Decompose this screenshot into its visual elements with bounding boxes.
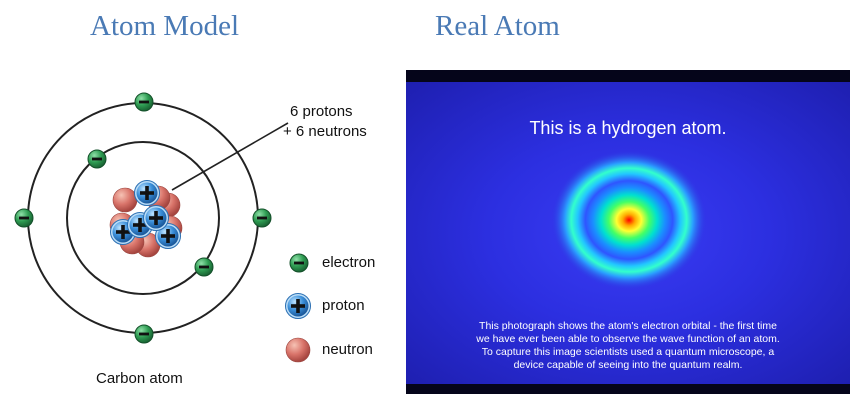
photo-title: This is a hydrogen atom.	[529, 118, 727, 138]
legend-electron-label: electron	[322, 254, 376, 271]
photo-description-line: we have ever been able to observe the wa…	[476, 333, 780, 345]
hydrogen-atom-photo: This is a hydrogen atom. This photograph…	[406, 70, 850, 394]
diagram-caption: Carbon atom	[96, 370, 183, 387]
real-atom-heading: Real Atom	[435, 10, 560, 42]
photo-description-line: device capable of seeing into the quantu…	[513, 359, 743, 371]
annotation-pointer-line	[171, 122, 289, 191]
legend-symbols	[285, 253, 311, 363]
legend-proton-icon	[285, 293, 311, 319]
legend-electron-icon	[289, 253, 309, 273]
atom-model-heading: Atom Model	[90, 10, 240, 42]
nucleus	[109, 180, 183, 258]
photo-description-line: To capture this image scientists used a …	[481, 346, 775, 358]
photo-background: This is a hydrogen atom. This photograph…	[406, 82, 850, 384]
legend-neutron-label: neutron	[322, 341, 373, 358]
legend-proton-label: proton	[322, 297, 365, 314]
carbon-atom-diagram	[14, 92, 311, 363]
inner-orbit	[66, 141, 220, 295]
annotation-protons: 6 protons	[290, 103, 353, 120]
photo-description-line: This photograph shows the atom's electro…	[479, 320, 777, 332]
orbital-image	[551, 150, 707, 290]
annotation-neutrons: + 6 neutrons	[283, 123, 367, 140]
legend-neutron-icon	[285, 337, 311, 363]
